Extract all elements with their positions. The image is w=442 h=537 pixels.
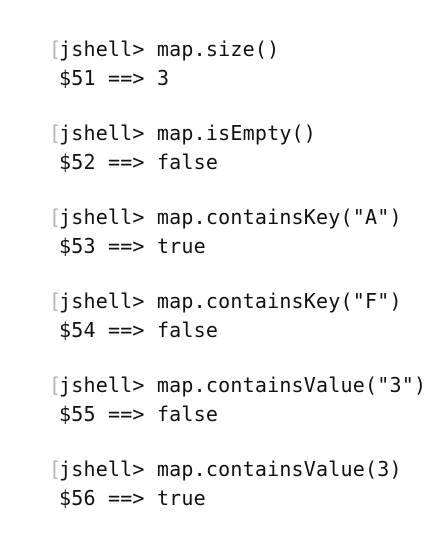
result-value: false [156, 402, 219, 426]
prompt-line: [jshell> map.containsKey("F") [0, 262, 402, 313]
command-text: map.containsKey("F") [156, 289, 402, 313]
prompt-line: [jshell> map.containsValue(3) [0, 430, 402, 481]
selection-bracket: [ [48, 289, 62, 313]
prompt-label: jshell> [58, 37, 145, 61]
prompt-line: [jshell> map.size() [0, 10, 279, 61]
result-value: false [156, 318, 219, 342]
result-value: true [156, 486, 206, 510]
result-line: $56 ==> true [0, 459, 206, 510]
selection-bracket: [ [48, 205, 62, 229]
selection-bracket: [ [48, 37, 62, 61]
selection-bracket: [ [48, 373, 62, 397]
result-line: $51 ==> 3 [0, 39, 169, 90]
result-arrow: ==> [107, 66, 145, 90]
jshell-terminal[interactable]: [jshell> map.size() $51 ==> 3 [jshell> m… [0, 0, 442, 510]
prompt-label: jshell> [58, 121, 145, 145]
command-text: map.containsKey("A") [156, 205, 402, 229]
result-line: $55 ==> false [0, 375, 218, 426]
prompt-line: [jshell> map.isEmpty() [0, 94, 316, 145]
result-variable: $56 [58, 486, 96, 510]
result-arrow: ==> [107, 318, 145, 342]
prompt-label: jshell> [58, 205, 145, 229]
result-arrow: ==> [107, 150, 145, 174]
result-line: $54 ==> false [0, 291, 218, 342]
result-value: 3 [156, 66, 170, 90]
command-text: map.containsValue("3") [156, 373, 427, 397]
prompt-label: jshell> [58, 373, 145, 397]
result-variable: $55 [58, 402, 96, 426]
result-arrow: ==> [107, 486, 145, 510]
result-line: $52 ==> false [0, 123, 218, 174]
result-variable: $53 [58, 234, 96, 258]
result-value: true [156, 234, 206, 258]
result-variable: $54 [58, 318, 96, 342]
result-value: false [156, 150, 219, 174]
prompt-label: jshell> [58, 289, 145, 313]
selection-bracket: [ [48, 121, 62, 145]
result-line: $53 ==> true [0, 207, 206, 258]
result-variable: $52 [58, 150, 96, 174]
result-arrow: ==> [107, 402, 145, 426]
prompt-line: [jshell> map.containsKey("A") [0, 178, 402, 229]
result-variable: $51 [58, 66, 96, 90]
command-text: map.containsValue(3) [156, 457, 402, 481]
result-arrow: ==> [107, 234, 145, 258]
prompt-line: [jshell> map.containsValue("3") [0, 346, 426, 397]
command-text: map.size() [156, 37, 280, 61]
prompt-label: jshell> [58, 457, 145, 481]
selection-bracket: [ [48, 457, 62, 481]
command-text: map.isEmpty() [156, 121, 317, 145]
